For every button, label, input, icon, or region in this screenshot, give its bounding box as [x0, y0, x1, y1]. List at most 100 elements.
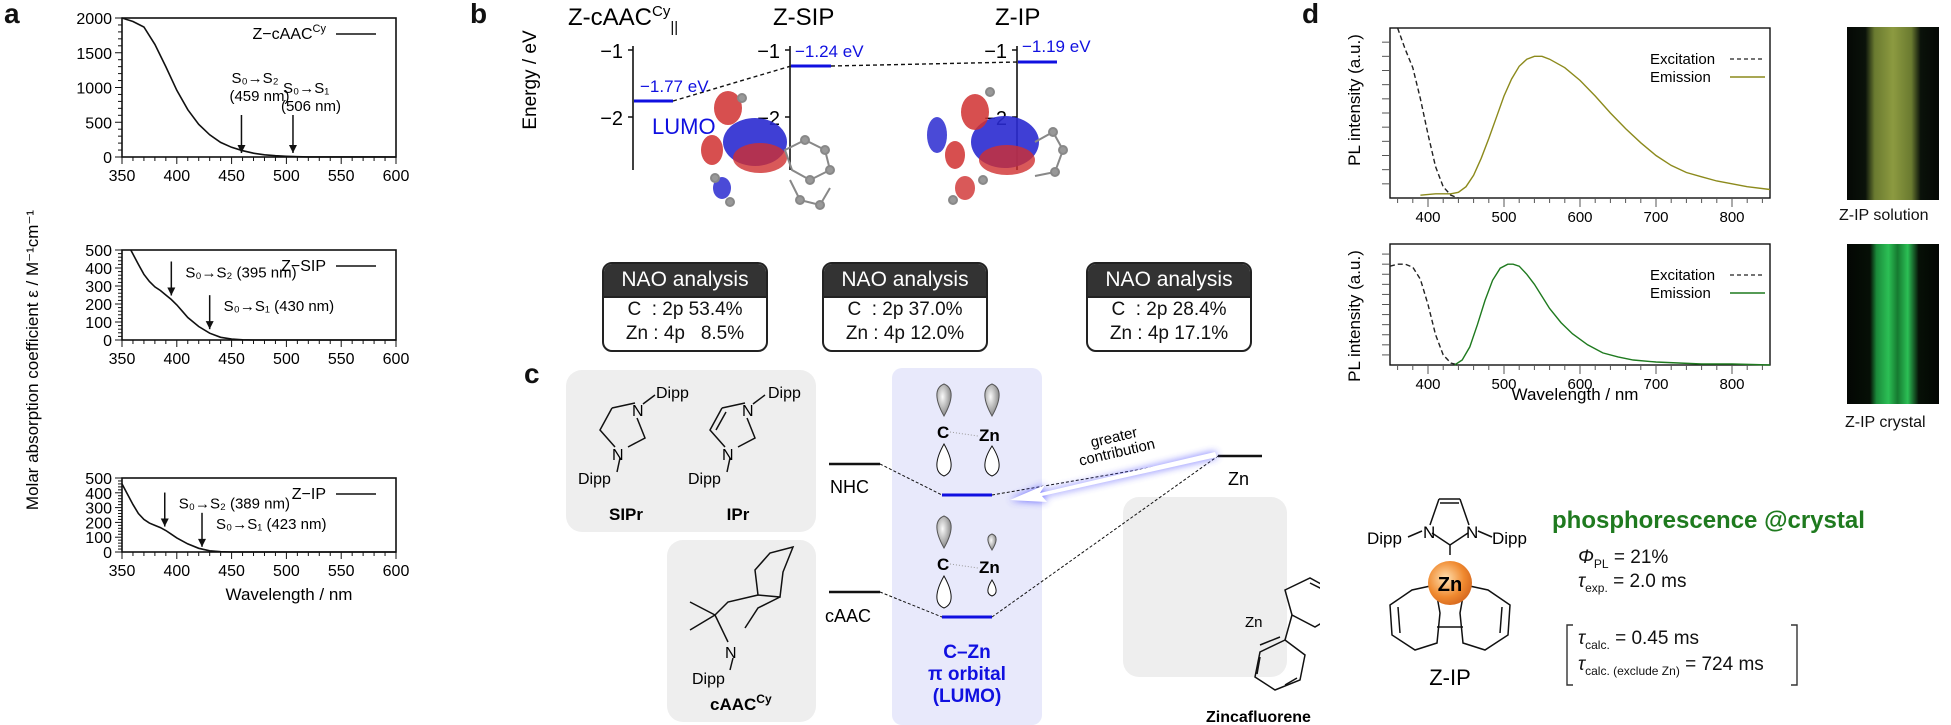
x-tick-label: 350	[109, 351, 136, 368]
annotation-sub: (459 nm)	[229, 88, 289, 105]
excitation-curve	[1389, 263, 1459, 366]
energy-axis-label: Energy / eV	[520, 30, 541, 130]
zip-zn-atom: Zn	[1438, 574, 1462, 596]
sipr-dipp2: Dipp	[578, 471, 611, 488]
nao-c-2p: C : 2p 53.4%	[627, 299, 743, 320]
x-tick-label: 400	[1415, 209, 1440, 226]
y-tick-label: 0	[103, 545, 112, 562]
lumo-label: LUMO	[652, 114, 716, 139]
phi-pl-value: ΦPL = 21%	[1578, 547, 1669, 571]
legend-excitation-label: Excitation	[1650, 267, 1715, 284]
y-tick-label: 300	[85, 501, 112, 518]
nhc-orbital-lobes	[936, 383, 1000, 477]
y-tick-label: 500	[85, 115, 112, 132]
phosphorescence-title: phosphorescence @crystal	[1552, 507, 1865, 534]
nao-zn-4p: Zn : 4p 12.0%	[845, 323, 965, 344]
zip-solution-photo	[1847, 27, 1939, 200]
zincafluorene-structure	[1254, 577, 1320, 691]
y-tick-label: 500	[85, 243, 112, 260]
y-tick-label: 200	[85, 515, 112, 532]
caac-orbital-lobes	[936, 515, 997, 609]
zincafluorene-label: Zincafluorene	[1206, 709, 1311, 725]
tick-minus1-b: −1	[757, 41, 780, 63]
x-tick-label: 400	[1415, 376, 1440, 393]
zincafluorene-zn: Zn	[1245, 614, 1263, 631]
ipr-structure	[709, 394, 766, 473]
photo-crystal-label: Z-IP crystal	[1845, 414, 1926, 431]
y-tick-label: 100	[85, 530, 112, 547]
tick-minus1-c: −1	[984, 41, 1007, 63]
nao-zn-4p: Zn : 4p 17.1%	[1109, 323, 1229, 344]
annotation-label: S₀→S₁ (423 nm)	[216, 516, 327, 533]
y-tick-label: 2000	[76, 11, 112, 28]
ipr-dipp2: Dipp	[688, 471, 721, 488]
caac-cy-label: cAACCy	[710, 692, 772, 714]
x-tick-label: 500	[1491, 376, 1516, 393]
pl-plot-frame	[1389, 243, 1771, 366]
sipr-n1: N	[632, 403, 644, 420]
annotation-label: S₀→S₁ (430 nm)	[224, 298, 335, 315]
y-tick-label: 100	[85, 315, 112, 332]
nao-box-zcaac: NAO analysis C : 2p 53.4% Zn : 4p 8.5%	[602, 262, 768, 352]
panel-label-d: d	[1302, 0, 1320, 29]
orbital-c-atom: C	[937, 423, 949, 442]
level-label-zip: −1.19 eV	[1022, 37, 1091, 56]
nhc-label: NHC	[830, 477, 869, 497]
level-label-zsip: −1.24 eV	[795, 42, 864, 61]
orbital-label-line1: C–Zn	[943, 642, 991, 663]
level-connector	[672, 61, 1019, 102]
zip-n2: N	[1466, 523, 1478, 542]
x-tick-label: 600	[383, 168, 410, 185]
caac-n: N	[725, 645, 737, 662]
caac-structure	[689, 545, 795, 671]
y-tick-label: 1500	[76, 46, 112, 63]
nao-box-zip: NAO analysis C : 2p 28.4% Zn : 4p 17.1%	[1086, 262, 1252, 352]
x-tick-label: 700	[1643, 376, 1668, 393]
x-tick-label: 800	[1719, 376, 1744, 393]
x-tick-label: 600	[383, 351, 410, 368]
x-tick-label: 400	[163, 168, 190, 185]
ipr-label: IPr	[727, 505, 750, 524]
photo-solution-label: Z-IP solution	[1839, 207, 1929, 224]
annotation-label: S₀→S₂ (389 nm)	[179, 496, 290, 513]
correlation-lines	[879, 455, 1219, 618]
zn-highlight	[1428, 561, 1472, 605]
annotation-label: S₀→S₁	[283, 80, 329, 97]
orbital-c-atom-2: C	[937, 555, 949, 574]
sipr-label: SIPr	[609, 505, 643, 524]
x-tick-label: 450	[218, 563, 245, 580]
tau-calc-exclude-zn-value: τcalc. (exclude Zn) = 724 ms	[1578, 654, 1764, 678]
zn-level-label: Zn	[1228, 469, 1249, 489]
c-zn-bond	[949, 431, 979, 437]
x-tick-label: 350	[109, 563, 136, 580]
sipr-structure	[599, 394, 656, 473]
x-tick-label: 500	[273, 351, 300, 368]
pl-ylabel-2: PL intensity (a.u.)	[1345, 250, 1364, 382]
y-tick-label: 1000	[76, 81, 112, 98]
panel-a-ylabel: Molar absorption coefficient ε / M⁻¹cm⁻¹	[23, 210, 42, 510]
x-tick-label: 800	[1719, 209, 1744, 226]
x-tick-label: 350	[109, 168, 136, 185]
pl-xlabel: Wavelength / nm	[1512, 385, 1639, 404]
c-zn-bond-2	[949, 563, 979, 569]
x-tick-label: 600	[1567, 209, 1592, 226]
nao-c-2p: C : 2p 28.4%	[1111, 299, 1227, 320]
zincafluorene-box	[1123, 497, 1287, 677]
absorption-curve	[121, 483, 396, 553]
sipr-n2: N	[612, 447, 624, 464]
x-tick-label: 600	[1567, 376, 1592, 393]
axis-title-zcaac: Z-cAACCy||	[568, 3, 678, 36]
x-tick-label: 550	[328, 168, 355, 185]
orbital-zn-atom-2: Zn	[979, 558, 1000, 577]
nao-c-2p: C : 2p 37.0%	[847, 299, 963, 320]
panel-b-energy-diagram: Energy / eV Z-cAACCy|| Z-SIP Z-IP −1 −2 …	[520, 3, 1091, 210]
nao-box-zsip: NAO analysis C : 2p 37.0% Zn : 4p 12.0%	[822, 262, 988, 352]
legend-label: Z−IP	[292, 486, 326, 503]
annotation-arrowhead	[160, 518, 169, 527]
excitation-curve	[1396, 27, 1459, 199]
caac-structure-box	[667, 540, 816, 722]
zip-structure: Zn N N Dipp Dipp Z-IP	[1367, 498, 1527, 690]
zip-lumo-orbital-image	[927, 87, 1068, 205]
pl-ylabel-1: PL intensity (a.u.)	[1345, 34, 1364, 166]
